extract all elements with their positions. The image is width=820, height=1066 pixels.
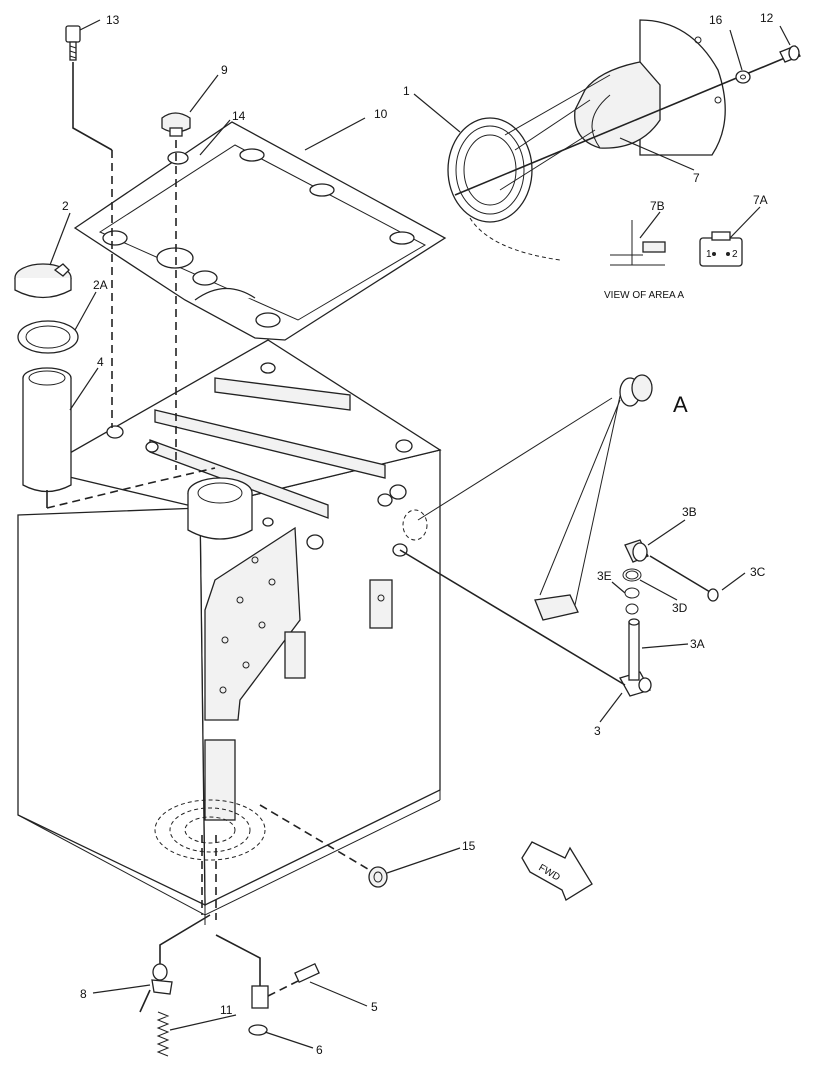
callout-2a: 2A [93,278,108,292]
callout-7a: 7A [753,193,768,207]
screw-part-12 [779,45,801,63]
callout-4: 4 [97,355,104,369]
washer-part-16 [735,70,751,84]
fuel-tank [17,339,442,925]
valve-part-8 [139,963,173,1013]
spring-part-11 [156,1011,170,1057]
bracket-part-3b [624,539,649,563]
callout-14: 14 [232,109,246,123]
callout-13: 13 [106,13,120,27]
connector-7a: 1 2 [699,231,743,267]
washer-part-14 [167,151,189,165]
callout-10: 10 [374,107,388,121]
plug-part-9 [161,112,191,137]
callout-3: 3 [594,724,601,738]
callout-5: 5 [371,1000,378,1014]
filler-cap-part-2 [14,263,72,299]
callout-3a: 3A [690,637,705,651]
nut-15-dash [259,804,379,876]
callout-7b: 7B [650,199,665,213]
callout-2: 2 [62,199,69,213]
strainer-part-4 [22,367,72,493]
float-arm-assembly [417,374,653,621]
washer-part-6 [248,1024,268,1036]
bolt-part-13 [65,25,81,61]
callout-3d: 3D [672,601,688,615]
callout-6: 6 [316,1043,323,1057]
connector-pin-2: 2 [732,249,738,260]
callout-16: 16 [709,13,723,27]
callout-11: 11 [220,1003,233,1017]
strainer-dash [46,467,216,509]
bolt-part-3c [649,555,719,602]
callout-3c: 3C [750,565,766,579]
top-plate-part-10 [73,121,447,341]
oring-part-3e [624,587,640,615]
callout-15: 15 [462,839,476,853]
drain-line-8 [159,914,211,968]
fuel-sender-unit-part-1 [447,19,793,261]
oring-part-3d [622,568,642,582]
tee-fitting-part-5 [251,962,320,1009]
callout-labels: 13 9 14 10 2 2A 4 1 16 12 7 7B 7A VIEW O… [62,11,774,1057]
area-a-marker: A [673,392,688,417]
callout-9: 9 [221,63,228,77]
leader-lines [49,19,791,1049]
callout-7: 7 [693,171,700,185]
view-caption: VIEW OF AREA A [604,290,684,301]
drain-line-5 [215,934,261,988]
tube-part-3a [628,618,640,681]
callout-3b: 3B [682,505,697,519]
detail-7b [610,220,666,266]
bolt-13-path [72,62,113,151]
callout-12: 12 [760,11,774,25]
callout-8: 8 [80,987,87,1001]
tube-line-3 [399,549,626,686]
connector-pin-1: 1 [706,249,712,260]
callout-3e: 3E [597,569,612,583]
forward-arrow: FWD [521,841,593,901]
nut-part-15 [368,866,388,888]
gasket-part-2a [17,320,79,354]
callout-1: 1 [403,84,410,98]
